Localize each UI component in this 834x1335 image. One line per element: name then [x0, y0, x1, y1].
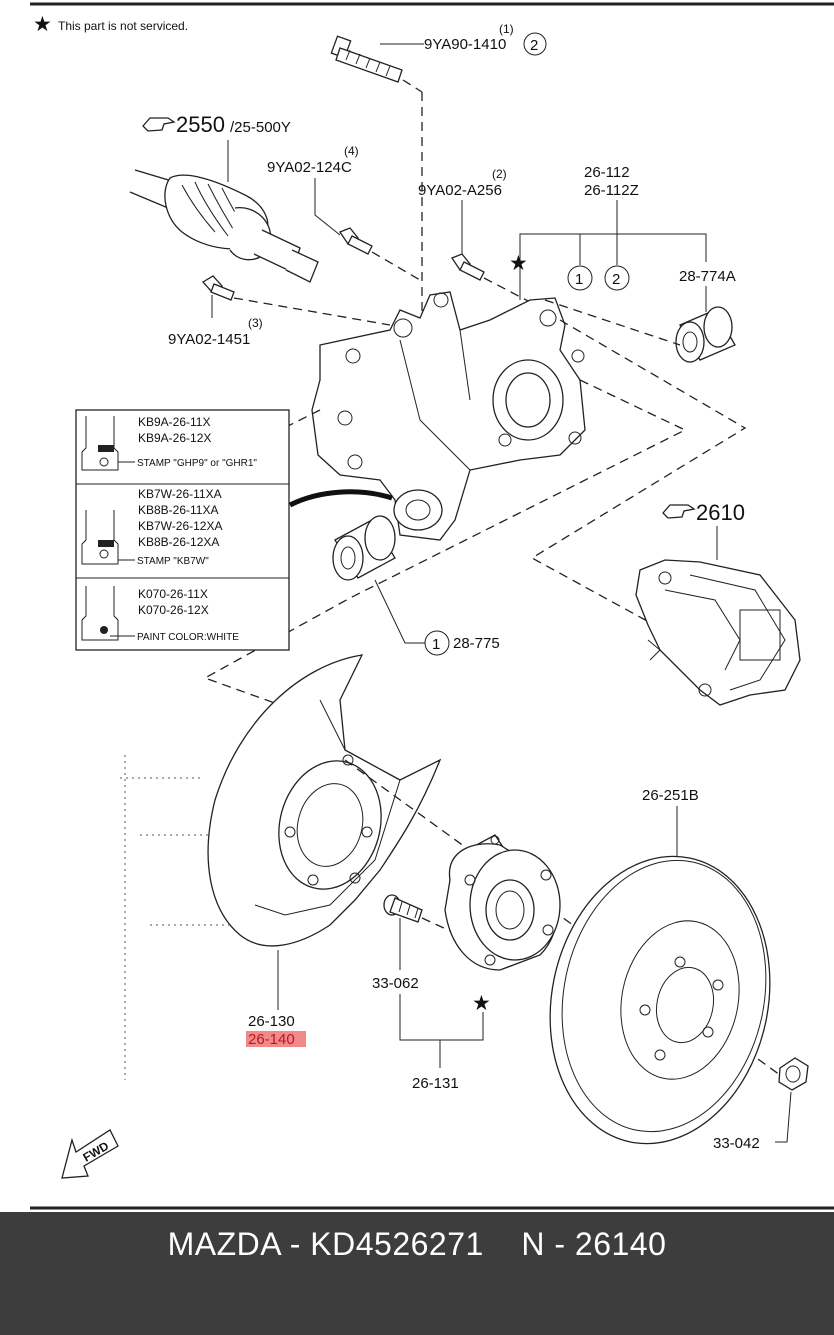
bolt-a256[interactable] [451, 253, 485, 281]
legend-2-line-4: KB8B-26-12XA [138, 535, 219, 549]
label-26-130: 26-130 [248, 1013, 295, 1030]
parts-diagram: ★ This part is not serviced. 9YA90-1410 … [30, 2, 834, 1210]
wheel-hub[interactable] [444, 834, 561, 971]
label-33-042: 33-042 [713, 1135, 760, 1152]
highlight-26-140 [246, 1031, 306, 1047]
note-text: This part is not serviced. [58, 19, 188, 33]
label-25-500y: /25-500Y [230, 119, 291, 136]
label-33-062: 33-062 [372, 975, 419, 992]
label-2610: 2610 [696, 500, 745, 525]
label-9ya02-1451: 9YA02-1451 [168, 331, 250, 348]
label-26-140[interactable]: 26-140 [248, 1031, 295, 1048]
qty-3: (3) [248, 316, 263, 330]
dust-shield[interactable] [207, 654, 442, 947]
legend-2-line-2: KB8B-26-11XA [138, 503, 219, 517]
label-26-251b: 26-251B [642, 787, 699, 804]
brake-caliper[interactable] [635, 559, 801, 706]
legend-2-note: STAMP "KB7W" [137, 556, 209, 567]
variant-legend: KB9A-26-11X KB9A-26-12X STAMP "GHP9" or … [75, 409, 290, 651]
bushing-lower[interactable] [332, 515, 396, 581]
label-9ya90-1410: 9YA90-1410 [424, 36, 506, 53]
legend-1-line-1: KB9A-26-11X [138, 415, 211, 429]
label-9ya02-124c: 9YA02-124C [267, 159, 352, 176]
steering-knuckle[interactable] [311, 291, 586, 541]
long-bolt[interactable] [330, 35, 423, 330]
hub-bolt[interactable] [383, 894, 423, 923]
label-2550: 2550 [176, 112, 225, 137]
legend-3-line-1: K070-26-11X [138, 587, 208, 601]
qty-1: (1) [499, 22, 514, 36]
ref-circle-2-knuckle: 2 [612, 271, 620, 288]
label-28-775: 28-775 [453, 635, 500, 652]
drive-shaft[interactable] [129, 169, 319, 283]
footer-title: MAZDA - KD4526271 N - 26140 [167, 1226, 667, 1262]
ref-circle-1-bushing: 1 [432, 636, 440, 653]
label-9ya02-a256: 9YA02-A256 [418, 182, 502, 199]
hand-pointer-icon-caliper [662, 504, 696, 519]
legend-3-line-2: K070-26-12X [138, 603, 209, 617]
ref-circle-2-top: 2 [530, 37, 538, 54]
bolt-124c[interactable] [339, 227, 373, 255]
forward-arrow-icon: FWD [61, 1129, 119, 1179]
label-28-774a: 28-774A [679, 268, 736, 285]
hand-pointer-icon [142, 117, 176, 132]
legend-1-note: STAMP "GHP9" or "GHR1" [137, 458, 257, 469]
legend-2-line-3: KB7W-26-12XA [138, 519, 223, 533]
bolt-1451[interactable] [201, 275, 235, 301]
qty-2: (2) [492, 167, 507, 181]
label-26-112z: 26-112Z [584, 182, 639, 199]
legend-2-line-1: KB7W-26-11XA [138, 487, 222, 501]
legend-1-line-2: KB9A-26-12X [138, 431, 211, 445]
legend-pointer-arrow [288, 489, 393, 508]
brake-disc[interactable] [524, 836, 796, 1165]
star-icon-hub: ★ [472, 992, 491, 1015]
legend-3-note: PAINT COLOR:WHITE [137, 632, 239, 643]
star-icon-knuckle: ★ [509, 252, 528, 275]
star-icon: ★ [33, 13, 52, 36]
footer-bar: MAZDA - KD4526271 N - 26140 [0, 1212, 834, 1335]
ref-circle-1-knuckle: 1 [575, 271, 583, 288]
not-serviced-note: ★ This part is not serviced. [33, 13, 188, 36]
label-26-131: 26-131 [412, 1075, 459, 1092]
bushing-upper[interactable] [675, 306, 736, 363]
label-26-112: 26-112 [584, 164, 630, 181]
wheel-nut[interactable] [778, 1057, 809, 1091]
qty-4: (4) [344, 144, 359, 158]
